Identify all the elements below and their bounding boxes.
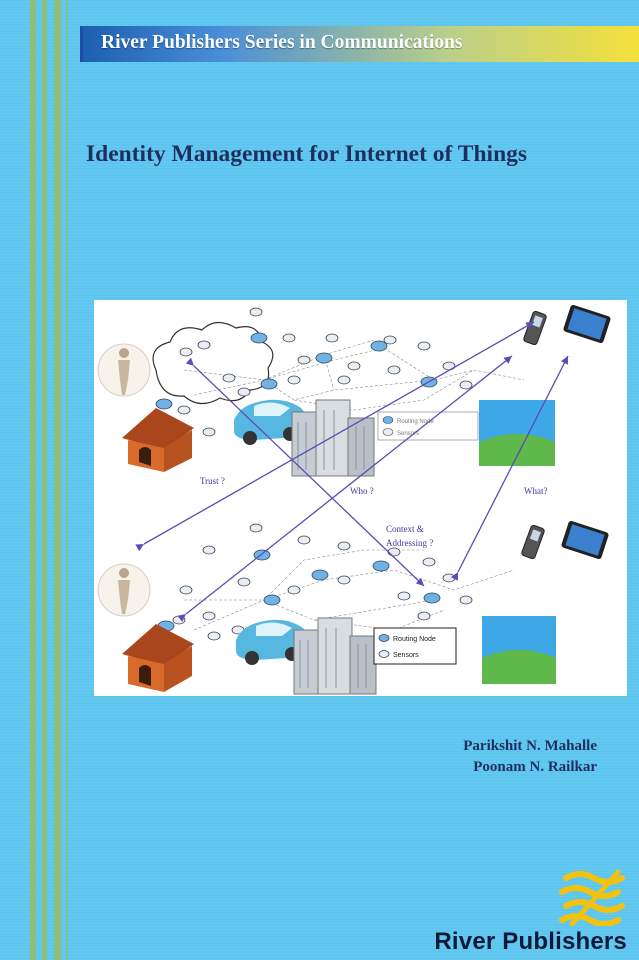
cover-stripe-4 xyxy=(66,0,68,960)
context-label-line1: Context & xyxy=(386,524,424,534)
series-banner: River Publishers Series in Communication… xyxy=(80,26,639,62)
person-icon-bottom xyxy=(97,563,151,617)
doghouse-icon-top xyxy=(122,408,194,472)
network-links-top xyxy=(183,339,525,411)
phone-icon-top xyxy=(523,310,547,346)
legend-bottom: Routing Node Sensors xyxy=(373,627,457,665)
doghouse-icon-bottom xyxy=(122,624,194,692)
legend-bottom-sensors: Sensors xyxy=(393,652,419,659)
cover-stripe-3 xyxy=(54,0,61,960)
cover-stripe-1 xyxy=(30,0,36,960)
phone-icon-bottom xyxy=(521,524,545,560)
publisher-name: River Publishers xyxy=(434,928,627,955)
who-arrow xyxy=(177,355,513,622)
context-arrow xyxy=(185,357,425,587)
buildings-icon-bottom xyxy=(293,617,377,695)
relation-arrows xyxy=(135,321,569,622)
cover-illustration: Routing Node Sensors xyxy=(94,300,627,696)
what-label: What? xyxy=(524,486,547,496)
person-icon-top xyxy=(97,343,151,397)
author-name: Parikshit N. Mahalle xyxy=(463,738,597,754)
landscape-image-bottom xyxy=(482,616,556,684)
series-title: River Publishers Series in Communication… xyxy=(101,32,463,53)
what-arrow xyxy=(450,355,569,581)
book-title: Identity Management for Internet of Thin… xyxy=(86,141,528,167)
legend-bottom-routing: Routing Node xyxy=(393,636,436,643)
river-publishers-logo-icon xyxy=(559,869,625,926)
who-label: Who ? xyxy=(350,486,374,496)
context-label-line2: Addressing ? xyxy=(386,538,433,548)
author-name: Poonam N. Railkar xyxy=(473,759,597,775)
trust-label: Trust ? xyxy=(200,476,225,486)
tablet-icon-bottom xyxy=(561,520,609,560)
author-list: Parikshit N. Mahalle Poonam N. Railkar xyxy=(463,736,597,778)
legend-top: Routing Node Sensors xyxy=(377,411,479,441)
tablet-icon-top xyxy=(563,304,611,344)
iot-network-diagram: Routing Node Sensors xyxy=(97,304,611,695)
cover-stripe-2 xyxy=(42,0,47,960)
buildings-icon-top xyxy=(291,399,375,477)
